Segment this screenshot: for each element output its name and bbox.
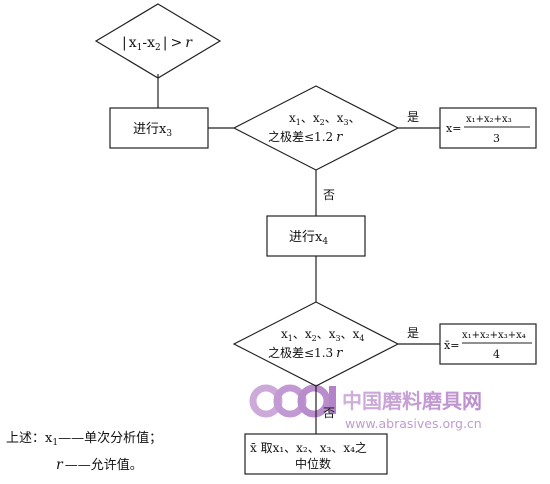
output-mean-3: x= x₁+x₂+x₃ 3 [439,107,537,149]
out1-lhs: x= [446,122,461,135]
dec1-comma: 、 [349,111,361,125]
dec2-x1: x [281,327,288,341]
out2-numerator: x₁+x₂+x₃+x₄ [462,330,526,341]
var-x2: x [147,35,155,51]
gt-sign: > [170,35,182,51]
sub-2: 2 [155,43,161,53]
svg-text:r——允许值。: r——允许值。 [56,457,143,473]
sub-3: 3 [336,334,341,343]
sub-3: 3 [344,118,349,127]
output-median: x̄ 取x₁、x₂、x₃、x₄之 中位数 [244,433,388,475]
var-r: r [336,130,343,145]
var-x1: x [129,35,137,51]
legend-r: r [56,457,64,473]
output-mean-4: x̄= x₁+x₂+x₃+x₄ 4 [439,323,537,365]
connectors [157,74,440,434]
watermark-cn: 中国磨料磨具网 [342,389,482,413]
sub-2: 2 [312,334,317,343]
process-x4: 进行x4 [266,215,366,257]
edge-label-yes-1: 是 [407,110,419,124]
dec2-condition: 之极差≤1.3 [268,346,333,360]
out3-line2: 中位数 [295,456,331,471]
sub-3: 3 [166,129,172,139]
svg-text:进行x3: 进行x3 [133,122,172,139]
svg-text:之极差≤1.2r: 之极差≤1.2r [268,130,343,145]
edge-label-no-2: 否 [323,406,335,420]
dec2-x3: 、x [317,327,336,341]
svg-text:之极差≤1.3r: 之极差≤1.3r [268,346,343,361]
svg-text:进行x4: 进行x4 [289,230,328,247]
dec2-x4: 、x [341,327,360,341]
sub-1: 1 [52,438,58,448]
legend-r-desc: ——允许值。 [65,457,143,473]
legend: 上述：x1——单次分析值； r——允许值。 [6,430,162,473]
process-x3: 进行x3 [109,107,209,149]
edge-label-no-1: 否 [323,188,335,202]
out1-denominator: 3 [493,132,500,145]
dec1-x1: x [289,111,296,125]
edge-label-yes-2: 是 [407,326,419,340]
sub-4: 4 [359,334,364,343]
out2-lhs: x̄= [444,339,459,352]
svg-text:x1、x2、x3、x4: x1、x2、x3、x4 [281,327,365,343]
sub-1: 1 [288,334,293,343]
svg-text:|x1-x2|>r: |x1-x2|>r [122,35,193,53]
process-x3-label: 进行x [133,122,167,137]
dec1-condition: 之极差≤1.2 [268,130,333,144]
out2-denominator: 4 [493,348,500,361]
abs-bar-left: | [122,35,127,51]
legend-x1-desc: ——单次分析值； [58,430,162,446]
out1-numerator: x₁+x₂+x₃ [466,114,512,125]
sub-4: 4 [322,237,328,247]
dec1-x2: 、x [301,111,320,125]
watermark: 中国磨料磨具网 www.abrasives.org.cn [249,384,482,431]
process-x4-label: 进行x [289,230,323,245]
var-r: r [336,346,343,361]
sub-2: 2 [320,118,325,127]
sub-1: 1 [137,43,143,53]
var-r: r [185,35,193,51]
watermark-logo [249,384,336,418]
watermark-url: www.abrasives.org.cn [345,416,482,431]
svg-text:上述：x1——单次分析值；: 上述：x1——单次分析值； [6,430,162,448]
legend-prefix: 上述：x [6,431,53,446]
svg-text:x1、x2、x3、: x1、x2、x3、 [289,111,361,127]
dec2-x2: 、x [293,327,312,341]
minus-sign: - [142,35,147,51]
abs-bar-right: | [163,35,168,51]
sub-1: 1 [296,118,301,127]
start-decision: |x1-x2|>r [94,3,222,79]
dec1-x3: 、x [325,111,344,125]
out3-line1: x̄ 取x₁、x₂、x₃、x₄之 [250,441,367,455]
